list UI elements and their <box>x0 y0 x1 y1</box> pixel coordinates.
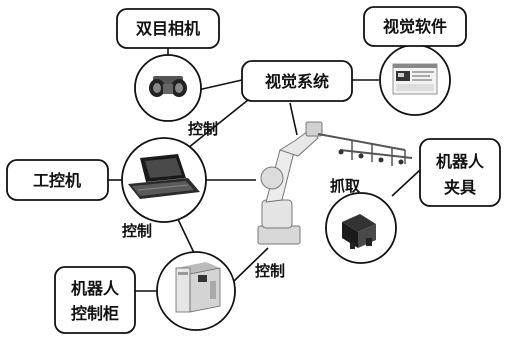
robot-gripper-label-line1: 机器人 <box>436 152 485 171</box>
stereo-camera-icon <box>149 76 187 97</box>
edge-cabinet-to-robot <box>232 247 269 283</box>
edge-label-pc-control: 控制 <box>122 222 152 240</box>
edge-camera-image-to-vision-system <box>197 79 243 91</box>
industrial-pc-label: 工控机 <box>33 171 81 190</box>
connector-lines <box>108 46 421 292</box>
robot-gripper-label-line2: 夹具 <box>444 178 476 197</box>
camera-image-node <box>134 54 202 122</box>
vision-software-box: 视觉软件 <box>363 6 467 47</box>
controller-cabinet-icon <box>175 262 221 313</box>
edge-vision-system-to-robot <box>289 102 298 136</box>
industrial-robot-arm-icon <box>257 121 413 245</box>
software-screen-icon <box>392 63 438 95</box>
gripper-tool-icon <box>342 214 376 249</box>
software-image-node <box>379 44 451 116</box>
cabinet-image-node <box>156 251 236 331</box>
rack-console-icon <box>128 154 200 199</box>
vision-system-label: 视觉系统 <box>265 72 329 91</box>
edge-label-vision-control: 控制 <box>188 120 218 138</box>
binocular-camera-box: 双目相机 <box>116 8 220 49</box>
robot-cabinet-label-line1: 机器人 <box>71 279 120 298</box>
binocular-camera-label: 双目相机 <box>136 19 200 38</box>
robot-cabinet-box: 机器人 控制柜 <box>54 266 136 334</box>
gripper-image-node <box>325 192 397 264</box>
robot-cabinet-label-line2: 控制柜 <box>71 304 119 323</box>
edge-vision-system-to-pc <box>187 99 249 149</box>
edge-gripper-image-to-gripper-label <box>391 169 421 197</box>
vision-software-label: 视觉软件 <box>383 17 447 36</box>
edge-label-cabinet-control: 控制 <box>255 262 285 280</box>
robot-gripper-box: 机器人 夹具 <box>419 138 501 207</box>
pc-image-node <box>121 137 207 223</box>
vision-system-box: 视觉系统 <box>241 60 353 102</box>
edge-label-grab: 抓取 <box>330 177 361 195</box>
industrial-pc-box: 工控机 <box>6 159 109 201</box>
